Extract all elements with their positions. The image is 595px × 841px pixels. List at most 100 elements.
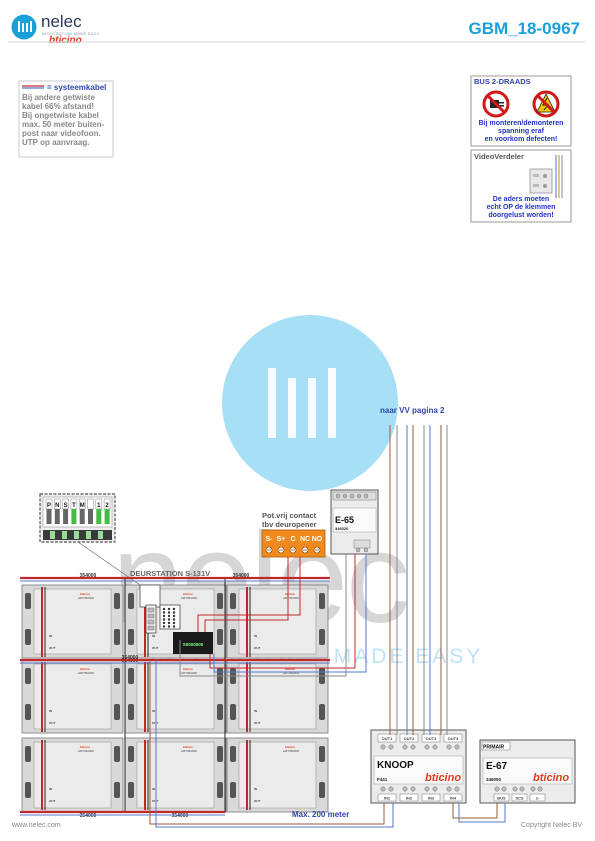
copyright: Copyright Nelec BV xyxy=(521,822,583,829)
e67-terminal-box xyxy=(493,793,510,802)
watermark-circle-icon xyxy=(222,315,398,491)
knoop-screw xyxy=(388,786,394,792)
knoop-code: F441 xyxy=(377,777,388,782)
keypad-dot xyxy=(167,621,171,625)
module-clip xyxy=(217,782,223,798)
relay-terminal-label: S- xyxy=(266,536,274,543)
module-brand: bticino xyxy=(183,592,193,596)
knoop-output-box xyxy=(399,733,419,743)
cable-label: 354000 xyxy=(80,573,97,579)
module-clip xyxy=(114,782,120,798)
out-label: OUT xyxy=(49,799,56,803)
bus-panel-line: Bij monteren/demonteren xyxy=(478,120,564,127)
nelec-logo: nelec INTEGRATION MADE EASY bticino xyxy=(11,12,101,46)
e67-screw xyxy=(512,786,518,792)
keypad-dot xyxy=(167,614,171,618)
potfree-label-1: Pot.vrij contact xyxy=(262,511,317,520)
cable-label: 354000 xyxy=(233,573,250,579)
website: www.nelec.com xyxy=(12,822,61,829)
video-panel-text: De aders moeten echt OP de klemmen doorg… xyxy=(471,196,571,220)
out-label: OUT xyxy=(254,799,261,803)
relay-terminal-label: NC xyxy=(300,536,310,543)
module-clip xyxy=(114,593,120,609)
keypad-dot xyxy=(162,618,166,621)
cable-label: 354000 xyxy=(80,813,97,819)
cable-note-line: Bij andere getwiste xyxy=(22,93,95,102)
module-brand: bticino xyxy=(80,667,90,671)
keypad-key xyxy=(147,613,155,619)
cable-legend: = systeemkabel xyxy=(47,83,107,92)
keypad-dot xyxy=(167,625,171,628)
e67-terminal-box xyxy=(529,793,546,802)
knoop-screw xyxy=(402,786,408,792)
keypad-dot xyxy=(172,621,176,625)
e67-terminal-box xyxy=(511,793,528,802)
module-clip xyxy=(217,593,223,609)
relay-terminal-label: NO xyxy=(312,536,323,543)
potfree-label-2: tbv deuropener xyxy=(262,520,317,529)
module-face xyxy=(238,663,317,730)
out-label: OUT xyxy=(49,721,56,725)
out-label: OUT xyxy=(49,646,56,650)
module-code: ART351300 xyxy=(181,596,197,600)
dip-slider xyxy=(96,509,102,524)
knoop-input-label: IN1 xyxy=(384,796,391,801)
module-face xyxy=(136,741,215,809)
knoop-input-box xyxy=(421,793,441,802)
module-code: ART352000 xyxy=(78,596,94,600)
out-label: OUT xyxy=(152,799,159,803)
module-clip xyxy=(230,593,236,609)
module-clip xyxy=(114,746,120,762)
dip-key xyxy=(87,498,94,510)
e67-brand: bticino xyxy=(533,772,569,784)
keypad-dot xyxy=(172,611,176,614)
module-clip xyxy=(25,782,31,798)
module-code: ART352000 xyxy=(78,749,94,753)
knoop-name: KNOOP xyxy=(377,760,414,771)
dip-label: S xyxy=(64,503,68,509)
keypad-dot xyxy=(162,625,166,628)
module-clip xyxy=(128,629,134,645)
main-keypad: S0000000 xyxy=(139,584,213,654)
keypad-dot xyxy=(167,607,171,611)
bus-panel-line: spanning eraf xyxy=(498,128,544,135)
dip-label: 2 xyxy=(105,503,109,509)
e67-primary: PRIMAIR xyxy=(483,745,505,751)
cable-note: Bij andere getwiste kabel 66% afstand! B… xyxy=(22,93,104,147)
e65-module: E-65 346020 xyxy=(330,489,379,555)
in-label: IN xyxy=(254,634,257,638)
knoop-input-label: IN4 xyxy=(450,796,457,801)
door-station-label: DEURSTATION S-131V xyxy=(130,569,211,578)
in-label: IN xyxy=(49,787,52,791)
dip-slider xyxy=(63,509,69,524)
knoop-input-box xyxy=(377,793,397,802)
e67-screw xyxy=(530,786,536,792)
out-label: OUT xyxy=(254,721,261,725)
cable-note-line: post naar videofoon. xyxy=(22,129,101,138)
module-clip xyxy=(25,629,31,645)
module-brand: bticino xyxy=(183,667,193,671)
module-clip xyxy=(128,782,134,798)
module-clip xyxy=(217,629,223,645)
dip-label: N xyxy=(55,503,59,509)
max-distance-label: Max. 200 meter xyxy=(292,810,350,819)
module-clip xyxy=(319,704,325,720)
module-face xyxy=(33,588,112,655)
module-face xyxy=(136,663,215,730)
cable-note-line: kabel 66% afstand! xyxy=(22,102,95,111)
keypad-dot xyxy=(162,607,166,611)
knoop-output-label: OUT4 xyxy=(448,736,459,741)
in-label: IN xyxy=(49,634,52,638)
module-clip xyxy=(319,593,325,609)
module-clip xyxy=(128,593,134,609)
keypad-dot xyxy=(172,614,176,618)
system-cables xyxy=(20,576,330,816)
module-clip xyxy=(114,629,120,645)
module-code: ART352000 xyxy=(181,749,197,753)
vv-wires xyxy=(389,425,448,735)
dip-label: M xyxy=(80,503,85,509)
